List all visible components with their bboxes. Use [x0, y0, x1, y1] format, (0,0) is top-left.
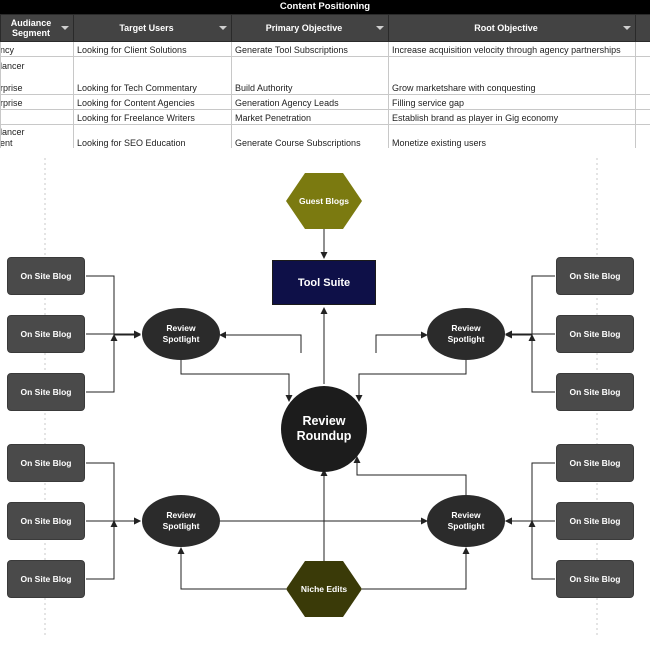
col-header-label: Target Users [119, 23, 174, 33]
table-cell[interactable]: elancer B erprise [0, 56, 74, 95]
filter-dropdown-icon[interactable] [219, 26, 227, 30]
tool-suite-node[interactable]: Tool Suite [272, 260, 376, 305]
cell-text: elancer B erprise [0, 61, 25, 93]
table-row: B Looking for Freelance Writers Market P… [0, 109, 650, 125]
review-spotlight-bottom-right[interactable]: Review Spotlight [427, 495, 505, 547]
col-header-primary-objective[interactable]: Primary Objective [231, 14, 389, 42]
edge-spot-tl-to-roundup [180, 360, 293, 402]
table-cell[interactable]: Filling service gap [388, 94, 636, 110]
col-header-label: Root Objective [474, 23, 538, 33]
table-cell[interactable]: Build Authority [231, 56, 389, 95]
table-cell[interactable]: Generate Course Subscriptions [231, 124, 389, 150]
table-row: erprise Looking for Content Agencies Gen… [0, 94, 650, 110]
edge-niche-to-spot-bl [177, 547, 286, 590]
edge-spot-tr-to-roundup [355, 360, 467, 402]
cell-text: ency [0, 45, 15, 55]
table-cell[interactable]: Generate Tool Subscriptions [231, 41, 389, 57]
on-site-blog-right-6[interactable]: On Site Blog [556, 560, 634, 598]
cell-text: erprise [0, 98, 23, 108]
filter-dropdown-icon[interactable] [376, 26, 384, 30]
table-cell[interactable]: Market Penetration [231, 109, 389, 125]
col-header-segment[interactable]: Audiance Segment [0, 14, 74, 42]
filter-dropdown-icon[interactable] [61, 26, 69, 30]
col-header-target-users[interactable]: Target Users [73, 14, 232, 42]
edge-roundup-to-spot-tr [375, 331, 428, 353]
table-cell[interactable] [635, 94, 650, 110]
review-spotlight-bottom-left[interactable]: Review Spotlight [142, 495, 220, 547]
header-row: Audiance Segment Target Users Primary Ob… [0, 14, 650, 42]
on-site-blog-right-2[interactable]: On Site Blog [556, 315, 634, 353]
on-site-blog-left-3[interactable]: On Site Blog [7, 373, 85, 411]
table-cell[interactable]: Looking for SEO Education [73, 124, 232, 150]
table-cell[interactable]: Generation Agency Leads [231, 94, 389, 110]
table-cell[interactable]: erprise [0, 94, 74, 110]
sheet-title: Content Positioning [0, 0, 650, 14]
table-cell[interactable]: Looking for Tech Commentary [73, 56, 232, 95]
col-header-label: Primary Objective [265, 23, 343, 33]
table-row: elancer dent Looking for SEO Education G… [0, 124, 650, 150]
col-header-extra[interactable] [635, 14, 650, 42]
content-flow-diagram: Guest Blogs Tool Suite Review Roundup Ni… [0, 148, 650, 650]
positioning-table: Audiance Segment Target Users Primary Ob… [0, 14, 650, 150]
table-cell[interactable]: Looking for Content Agencies [73, 94, 232, 110]
table-row: ency Looking for Client Solutions Genera… [0, 41, 650, 57]
edge-roundup-to-spot-tl [219, 331, 302, 353]
edge-blog-l4 [86, 462, 141, 525]
table-cell[interactable]: Monetize existing users [388, 124, 636, 150]
edge-spot-br-to-roundup [353, 456, 467, 496]
table-cell[interactable]: Looking for Freelance Writers [73, 109, 232, 125]
col-header-label: Audiance Segment [10, 18, 52, 38]
edge-blog-r4 [505, 462, 555, 525]
on-site-blog-right-5[interactable]: On Site Blog [556, 502, 634, 540]
connector-lines [44, 158, 598, 638]
on-site-blog-left-4[interactable]: On Site Blog [7, 444, 85, 482]
edge-blog-l6 [86, 520, 118, 580]
edge-blog-r6 [528, 520, 555, 580]
table-cell[interactable] [635, 124, 650, 150]
table-cell[interactable] [635, 41, 650, 57]
edge-blog-r3 [528, 334, 555, 393]
on-site-blog-left-1[interactable]: On Site Blog [7, 257, 85, 295]
edge-blog-l3 [86, 334, 118, 393]
table-cell[interactable] [635, 56, 650, 95]
on-site-blog-left-5[interactable]: On Site Blog [7, 502, 85, 540]
cell-text: elancer dent [0, 127, 25, 148]
table-cell[interactable]: Grow marketshare with conquesting [388, 56, 636, 95]
on-site-blog-right-3[interactable]: On Site Blog [556, 373, 634, 411]
on-site-blog-left-2[interactable]: On Site Blog [7, 315, 85, 353]
review-spotlight-top-left[interactable]: Review Spotlight [142, 308, 220, 360]
content-positioning-sheet: Content Positioning Audiance Segment Tar… [0, 0, 650, 150]
on-site-blog-left-6[interactable]: On Site Blog [7, 560, 85, 598]
edge-niche-to-spot-br [362, 547, 470, 590]
on-site-blog-right-4[interactable]: On Site Blog [556, 444, 634, 482]
table-row: elancer B erprise Looking for Tech Comme… [0, 56, 650, 95]
edge-blog-l1 [86, 275, 141, 339]
table-cell[interactable]: elancer dent [0, 124, 74, 150]
col-header-root-objective[interactable]: Root Objective [388, 14, 636, 42]
table-cell[interactable]: Looking for Client Solutions [73, 41, 232, 57]
review-spotlight-top-right[interactable]: Review Spotlight [427, 308, 505, 360]
filter-dropdown-icon[interactable] [623, 26, 631, 30]
edge-blog-r1 [505, 275, 555, 339]
review-roundup-node[interactable]: Review Roundup [281, 386, 367, 472]
table-cell[interactable]: B [0, 109, 74, 125]
on-site-blog-right-1[interactable]: On Site Blog [556, 257, 634, 295]
table-cell[interactable] [635, 109, 650, 125]
table-cell[interactable]: ency [0, 41, 74, 57]
table-cell[interactable]: Increase acquisition velocity through ag… [388, 41, 636, 57]
table-cell[interactable]: Establish brand as player in Gig economy [388, 109, 636, 125]
cell-text: B [2, 113, 71, 124]
